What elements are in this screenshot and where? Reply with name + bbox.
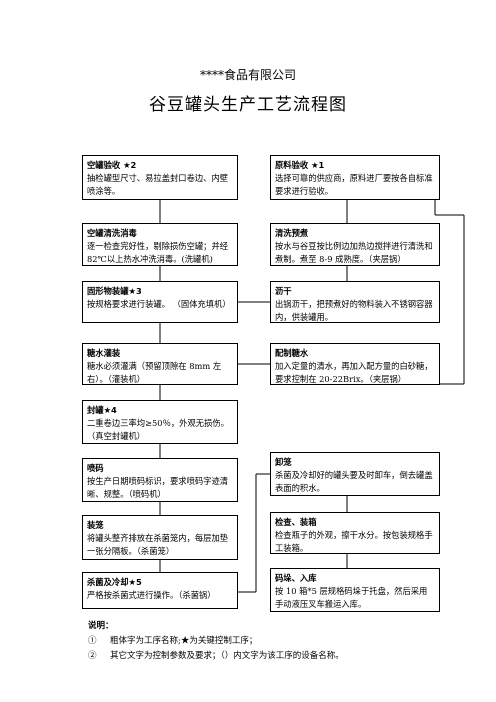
step-description: 将罐头整齐排放在杀菌笼内，每层加垫一张分隔板。（杀菌笼） xyxy=(87,532,229,556)
step-description: 出锅沥干，把预煮好的物料装入不锈钢容器内，供装罐用。 xyxy=(275,298,433,322)
key-control-mark: ★5 xyxy=(128,577,142,587)
key-control-mark: ★2 xyxy=(120,160,137,170)
step-description: 按 10 箱*5 层规格码垛于托盘，然后采用手动液压叉车搬运入库。 xyxy=(275,585,428,609)
key-control-mark: ★3 xyxy=(128,286,142,296)
note-text: 粗体字为工序名称;★为关键控制工序； xyxy=(110,635,258,646)
step-description: 加入定量的清水，再加入配方量的白砂糖，要求控制在 20-22Brix。（夹层锅） xyxy=(275,360,433,384)
company-name: ****食品有限公司 xyxy=(199,68,296,82)
step-can-cleaning: 空罐清洗消毒 逐一检查完好性，剔除损伤空罐；并经82℃以上热水冲洗消毒。(洗罐机… xyxy=(82,223,238,266)
step-description: 抽检罐型尺寸、易拉盖封口卷边、内壁喷涂等。 xyxy=(87,172,229,196)
step-name: 码垛、入库 xyxy=(275,573,317,583)
step-solid-filling: 固形物装罐★3 按规格要求进行装罐。 （固体充填机） xyxy=(82,281,238,323)
step-description: 逐一检查完好性，剔除损伤空罐；并经82℃以上热水冲洗消毒。(洗罐机) xyxy=(87,240,229,264)
step-cage-loading: 装笼 将罐头整齐排放在杀菌笼内，每层加垫一张分隔板。（杀菌笼） xyxy=(82,515,238,560)
step-cage-unloading: 卸笼 杀菌及冷却好的罐头要及时卸车，倒去罐盖表面的积水。 xyxy=(270,452,440,496)
step-description: 严格按杀菌式进行操作。（杀菌锅） xyxy=(87,589,216,600)
note-item: ① 粗体字为工序名称;★为关键控制工序； xyxy=(88,634,344,649)
step-name: 卸笼 xyxy=(275,457,292,467)
step-code-printing: 喷码 按生产日期喷码标识，要求喷码字迹清晰、规整。（喷码机） xyxy=(82,458,238,502)
step-name: 清洗预煮 xyxy=(275,228,309,238)
step-description: 检查瓶子的外观，擦干水分。按包装规格手工装箱。 xyxy=(275,529,433,553)
notes-heading: 说明： xyxy=(88,621,114,631)
step-name: 喷码 xyxy=(87,463,104,473)
step-draining: 沥干 出锅沥干，把预煮好的物料装入不锈钢容器内，供装罐用。 xyxy=(270,281,440,323)
step-description: 杀菌及冷却好的罐头要及时卸车，倒去罐盖表面的积水。 xyxy=(275,469,433,493)
step-washing-precooking: 清洗预煮 按水与谷豆按比例边加热边搅拌进行清洗和煮制。煮至 8-9 成熟度。（夹… xyxy=(270,223,440,266)
note-number: ① xyxy=(88,635,97,646)
step-name: 原料验收 xyxy=(275,160,309,170)
step-description: 二重卷边三率均≥50％，外观无损伤。（真空封罐机） xyxy=(87,417,229,441)
step-can-sealing: 封罐★4 二重卷边三率均≥50％，外观无损伤。（真空封罐机） xyxy=(82,400,238,444)
step-empty-can-inspection: 空罐验收 ★2 抽检罐型尺寸、易拉盖封口卷边、内壁喷涂等。 xyxy=(82,155,238,200)
step-syrup-preparation: 配制糖水 加入定量的清水，再加入配方量的白砂糖，要求控制在 20-22Brix。… xyxy=(270,343,440,385)
step-name: 检查、装箱 xyxy=(275,517,317,527)
note-number: ② xyxy=(88,650,97,661)
step-name: 封罐 xyxy=(87,405,104,415)
page-title: 谷豆罐头生产工艺流程图 xyxy=(149,95,347,115)
step-inspection-boxing: 检查、装箱 检查瓶子的外观，擦干水分。按包装规格手工装箱。 xyxy=(270,512,440,554)
note-item: ② 其它文字为控制参数及要求；（）内文字为该工序的设备名称。 xyxy=(88,649,344,664)
key-control-mark: ★4 xyxy=(103,405,117,415)
step-description: 按规格要求进行装罐。 （固体充填机） xyxy=(87,298,231,309)
notes: 说明： ① 粗体字为工序名称;★为关键控制工序； ② 其它文字为控制参数及要求；… xyxy=(88,619,344,664)
step-raw-material-inspection: 原料验收 ★1 选择可靠的供应商，原料进厂要按各自标准要求进行验收。 xyxy=(270,155,440,200)
step-description: 按生产日期喷码标识，要求喷码字迹清晰、规整。（喷码机） xyxy=(87,475,229,499)
step-description: 选择可靠的供应商，原料进厂要按各自标准要求进行验收。 xyxy=(275,172,433,196)
step-sterilization-cooling: 杀菌及冷却★5 严格按杀菌式进行操作。（杀菌锅） xyxy=(82,572,238,609)
step-name: 空罐清洗消毒 xyxy=(87,228,137,238)
step-name: 沥干 xyxy=(275,286,292,296)
note-text: 其它文字为控制参数及要求；（）内文字为该工序的设备名称。 xyxy=(110,650,344,661)
step-name: 装笼 xyxy=(87,520,104,530)
step-name: 糖水灌装 xyxy=(87,348,121,358)
step-name: 配制糖水 xyxy=(275,348,309,358)
step-description: 按水与谷豆按比例边加热边搅拌进行清洗和煮制。煮至 8-9 成熟度。（夹层锅） xyxy=(275,240,433,264)
step-description: 糖水必须灌满（预留顶隙在 8mm 左右）。（灌装机） xyxy=(87,360,222,384)
key-control-mark: ★1 xyxy=(308,160,325,170)
step-syrup-filling: 糖水灌装 糖水必须灌满（预留顶隙在 8mm 左右）。（灌装机） xyxy=(82,343,238,385)
step-stacking-warehousing: 码垛、入库 按 10 箱*5 层规格码垛于托盘，然后采用手动液压叉车搬运入库。 xyxy=(270,568,440,612)
step-name: 固形物装罐 xyxy=(87,286,129,296)
step-name: 空罐验收 xyxy=(87,160,121,170)
step-name: 杀菌及冷却 xyxy=(87,577,129,587)
